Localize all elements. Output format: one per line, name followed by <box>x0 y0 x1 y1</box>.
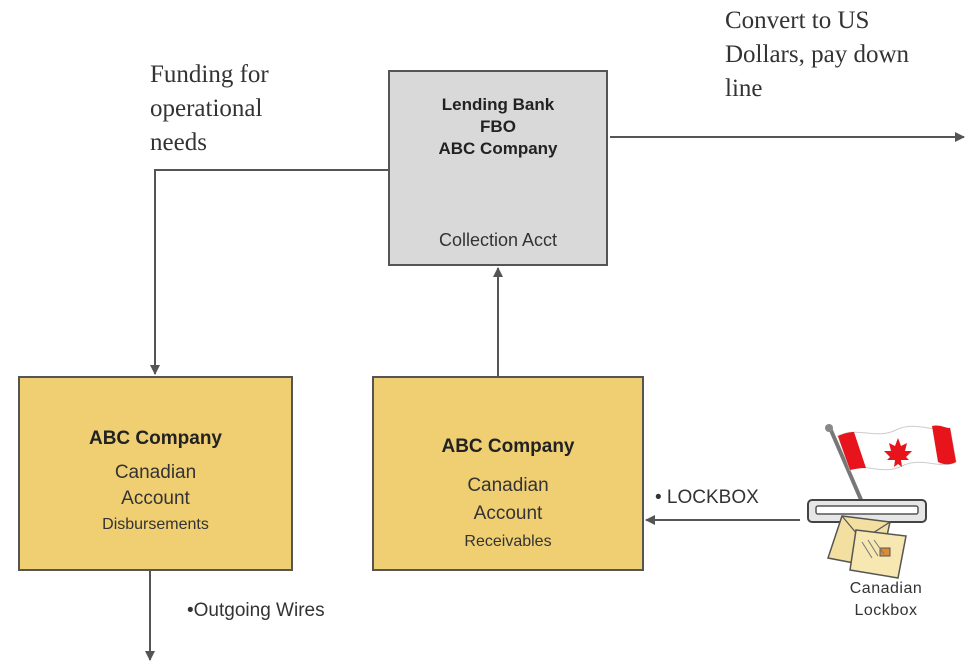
flag-pole-top <box>825 424 833 432</box>
lending-bank-title-line-2: FBO <box>480 117 516 136</box>
receivables-title: ABC Company <box>441 436 575 457</box>
lending-bank-title: Lending Bank FBO ABC Company <box>390 94 606 160</box>
convert-label-line-1: Convert to US <box>725 7 870 34</box>
receivables-line-1: Canadian <box>467 475 549 496</box>
lending-bank-subtitle: Collection Acct <box>438 230 558 250</box>
canadian-lockbox-label-line-1: Canadian <box>849 580 923 597</box>
lending-bank-box: Lending Bank FBO ABC Company Collection … <box>388 70 608 266</box>
lending-bank-title-line-1: Lending Bank <box>441 95 555 114</box>
envelopes-icon <box>827 515 907 579</box>
convert-label-line-2: Dollars, pay down <box>725 41 909 68</box>
disbursements-title: ABC Company <box>88 428 222 449</box>
disbursements-line-1: Canadian <box>114 462 197 483</box>
canadian-lockbox-label: Canadian Lockbox <box>826 578 946 622</box>
lending-bank-title-line-3: ABC Company <box>438 139 558 158</box>
funding-connector <box>150 169 388 375</box>
funding-label-line-1: Funding for <box>150 61 269 88</box>
outgoing-wires-label: •Outgoing Wires <box>187 600 325 621</box>
convert-label-line-3: line <box>725 75 763 102</box>
funding-label-line-2: operational <box>150 95 263 122</box>
disbursements-line-3: Disbursements <box>102 516 209 533</box>
receivables-line-3: Receivables <box>464 533 552 550</box>
funding-label: Funding for operational needs <box>150 58 269 160</box>
convert-label: Convert to US Dollars, pay down line <box>725 4 909 106</box>
receivables-box: ABC Company Canadian Account Receivables <box>372 376 644 571</box>
funding-label-line-3: needs <box>150 129 207 156</box>
lockbox-arrow-label: • LOCKBOX <box>655 487 759 508</box>
disbursements-line-2: Account <box>121 488 190 509</box>
disbursements-box: ABC Company Canadian Account Disbursemen… <box>18 376 293 571</box>
flag-pole <box>828 426 864 504</box>
canadian-lockbox-label-line-2: Lockbox <box>854 602 918 619</box>
canada-flag-icon <box>837 425 957 471</box>
receivables-line-2: Account <box>473 503 543 524</box>
canadian-lockbox-illustration <box>807 424 957 579</box>
